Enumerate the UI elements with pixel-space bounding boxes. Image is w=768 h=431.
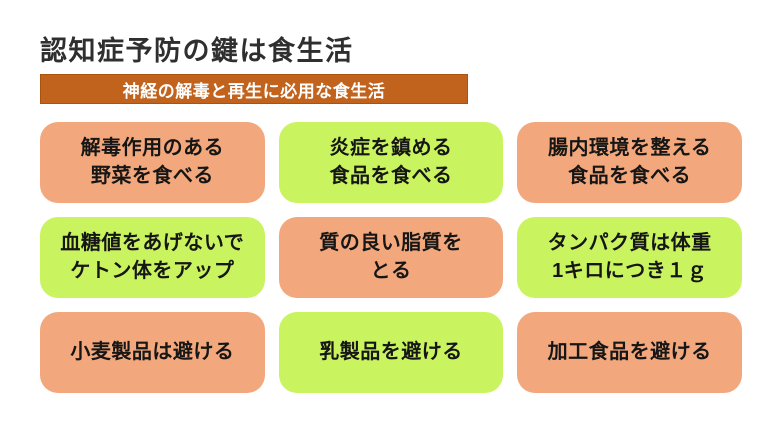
diet-rule-box: 血糖値をあげないで ケトン体をアップ: [40, 217, 265, 298]
diet-rule-box: タンパク質は体重 1キロにつき１ｇ: [517, 217, 742, 298]
diet-rule-box: 小麦製品は避ける: [40, 312, 265, 393]
banner: 神経の解毒と再生に必用な食生活: [40, 74, 468, 104]
diet-rule-box: 乳製品を避ける: [278, 312, 504, 393]
diet-rule-box: 炎症を鎮める 食品を食べる: [278, 122, 504, 203]
diet-rule-box: 加工食品を避ける: [517, 312, 742, 393]
diet-rule-box: 質の良い脂質を とる: [278, 217, 504, 298]
diet-rules-grid: 解毒作用のある 野菜を食べる 炎症を鎮める 食品を食べる 腸内環境を整える 食品…: [40, 122, 742, 393]
diet-rule-box: 解毒作用のある 野菜を食べる: [40, 122, 265, 203]
diet-rule-box: 腸内環境を整える 食品を食べる: [517, 122, 742, 203]
page-title: 認知症予防の鍵は食生活: [40, 36, 354, 66]
